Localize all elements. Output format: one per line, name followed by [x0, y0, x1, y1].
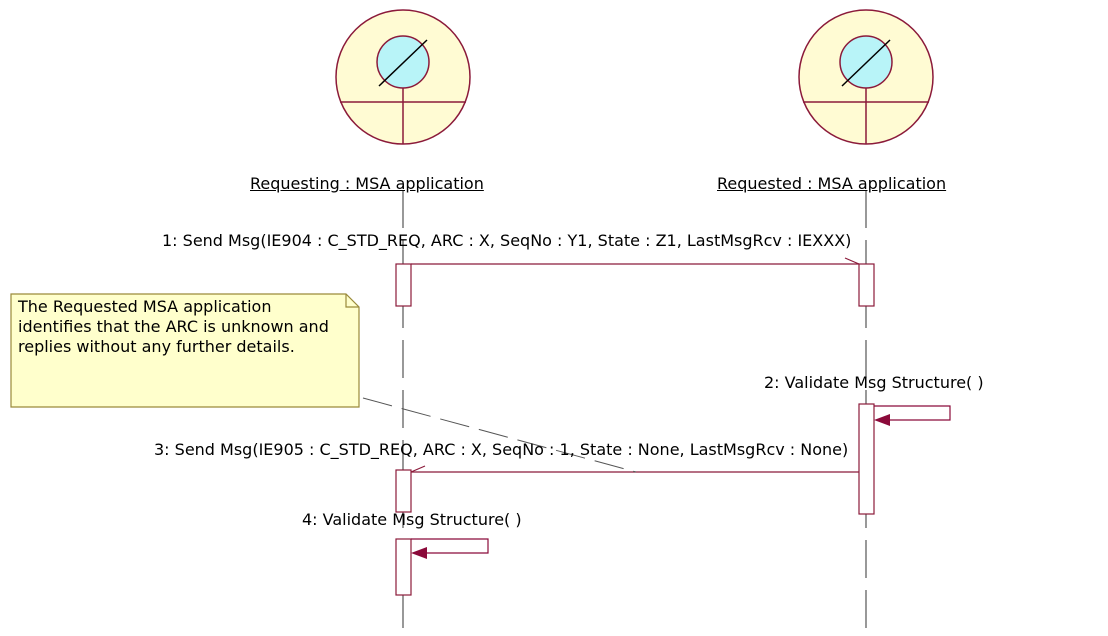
- actor-requested-label: Requested : MSA application: [717, 174, 947, 193]
- message-1-label: 1: Send Msg(IE904 : C_STD_REQ, ARC : X, …: [162, 231, 852, 250]
- activation-requested-1: [858, 263, 875, 307]
- note-anchor: [362, 397, 637, 473]
- activation-requesting-3: [395, 538, 412, 596]
- message-3-label: 3: Send Msg(IE905 : C_STD_REQ, ARC : X, …: [154, 440, 849, 459]
- activation-requested-2: [858, 403, 875, 515]
- message-4-arrow: [411, 538, 489, 559]
- message-2-label: 2: Validate Msg Structure( ): [764, 373, 984, 392]
- actor-icon-requested: [798, 9, 934, 145]
- message-4-label: 4: Validate Msg Structure( ): [302, 510, 522, 529]
- actor-icon-requesting: [335, 9, 471, 145]
- message-2-arrow: [874, 405, 951, 426]
- note-text: The Requested MSA application identifies…: [18, 297, 329, 356]
- activation-requesting-2: [395, 469, 412, 513]
- activation-requesting-1: [395, 263, 412, 307]
- note: The Requested MSA application identifies…: [10, 293, 360, 408]
- actor-requesting-label: Requesting : MSA application: [250, 174, 484, 193]
